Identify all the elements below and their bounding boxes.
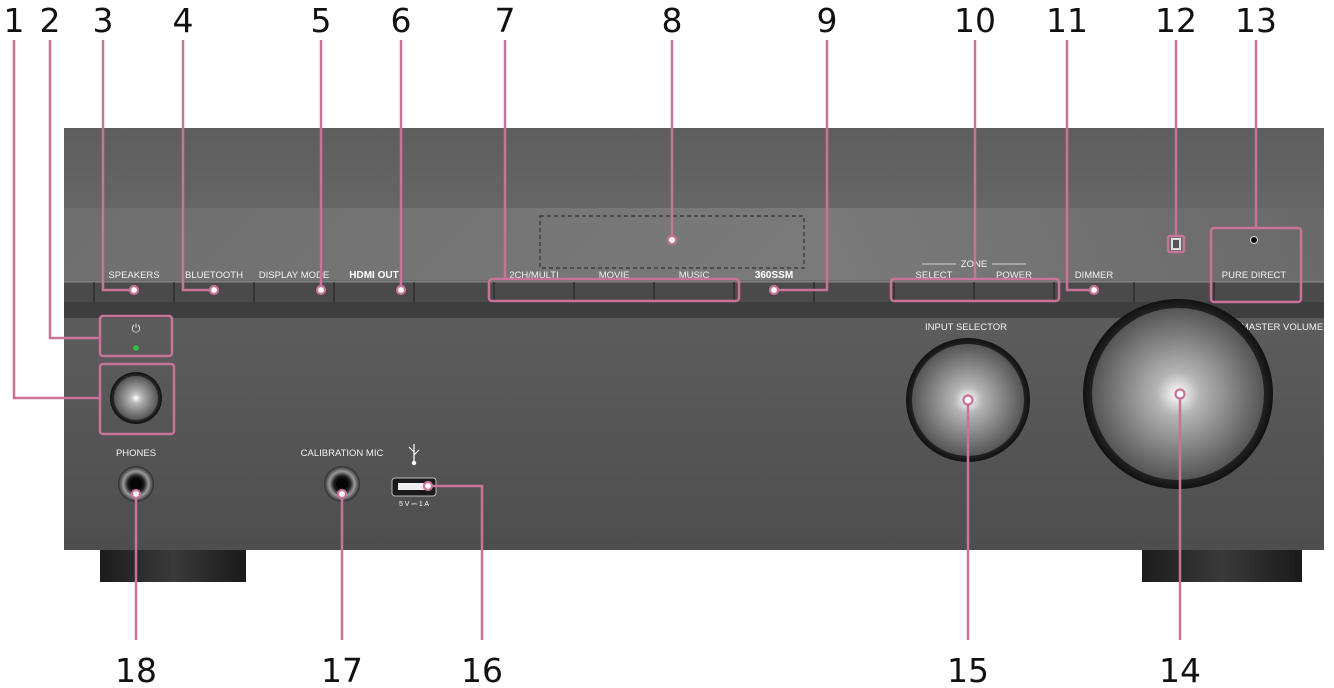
callout-4: 4 xyxy=(173,1,194,40)
bluetooth-label: BLUETOOTH xyxy=(185,270,243,281)
zone-select-label: SELECT xyxy=(916,270,953,281)
360ssm-label: 360SSM xyxy=(755,270,793,281)
callout-9: 9 xyxy=(817,1,838,40)
callout-17: 17 xyxy=(321,651,363,688)
calibration-mic-label: CALIBRATION MIC xyxy=(301,448,384,459)
button-strip xyxy=(64,282,1324,302)
hdmi-out-label: HDMI OUT xyxy=(349,270,398,281)
master-volume-label: MASTER VOLUME xyxy=(1241,322,1323,333)
display-window xyxy=(64,208,1324,280)
movie-label: MOVIE xyxy=(599,270,630,281)
power-symbol-icon: ⏻ xyxy=(132,322,141,335)
leader-dots xyxy=(128,234,1186,500)
callout-box-2 xyxy=(98,314,174,358)
input-selector-label: INPUT SELECTOR xyxy=(925,322,1007,333)
calibration-mic-jack[interactable] xyxy=(324,466,360,502)
callout-14: 14 xyxy=(1159,651,1201,688)
left-foot xyxy=(100,548,246,582)
zone-power-label: POWER xyxy=(996,270,1032,281)
dimmer-label: DIMMER xyxy=(1075,270,1114,281)
callout-13: 13 xyxy=(1235,1,1277,40)
music-label: MUSIC xyxy=(679,270,710,281)
pure-direct-indicator xyxy=(1250,236,1258,244)
phones-jack[interactable] xyxy=(118,466,154,502)
callout-6: 6 xyxy=(391,1,412,40)
fl-display-area xyxy=(539,215,805,269)
callout-16: 16 xyxy=(461,651,503,688)
callout-2: 2 xyxy=(40,1,61,40)
callout-1: 1 xyxy=(4,1,25,40)
remote-sensor-icon xyxy=(1171,238,1181,250)
pure-direct-label: PURE DIRECT xyxy=(1222,270,1287,281)
shadow-strip xyxy=(64,302,1324,318)
callout-12: 12 xyxy=(1155,1,1197,40)
speakers-label: SPEAKERS xyxy=(108,270,159,281)
callout-box-7 xyxy=(487,277,741,303)
callout-5: 5 xyxy=(311,1,332,40)
callout-18: 18 xyxy=(115,651,157,688)
callout-11: 11 xyxy=(1046,1,1088,40)
power-button[interactable] xyxy=(110,372,162,424)
right-foot xyxy=(1142,548,1302,582)
leader-lines xyxy=(12,40,1258,640)
display-mode-label: DISPLAY MODE xyxy=(259,270,329,281)
phones-label: PHONES xyxy=(116,448,156,459)
usb-rating-label: 5 V ⎓ 1 A xyxy=(399,501,429,508)
callout-numbers: 1 2 3 4 5 6 7 8 9 10 11 12 13 14 15 16 1… xyxy=(4,1,1278,688)
callout-8: 8 xyxy=(662,1,683,40)
usb-icon xyxy=(408,444,420,466)
callout-10: 10 xyxy=(954,1,996,40)
2ch-multi-label: 2CH/MULTI xyxy=(509,270,558,281)
standby-indicator xyxy=(133,345,139,351)
callout-15: 15 xyxy=(947,651,989,688)
callout-7: 7 xyxy=(495,1,516,40)
callout-3: 3 xyxy=(93,1,114,40)
